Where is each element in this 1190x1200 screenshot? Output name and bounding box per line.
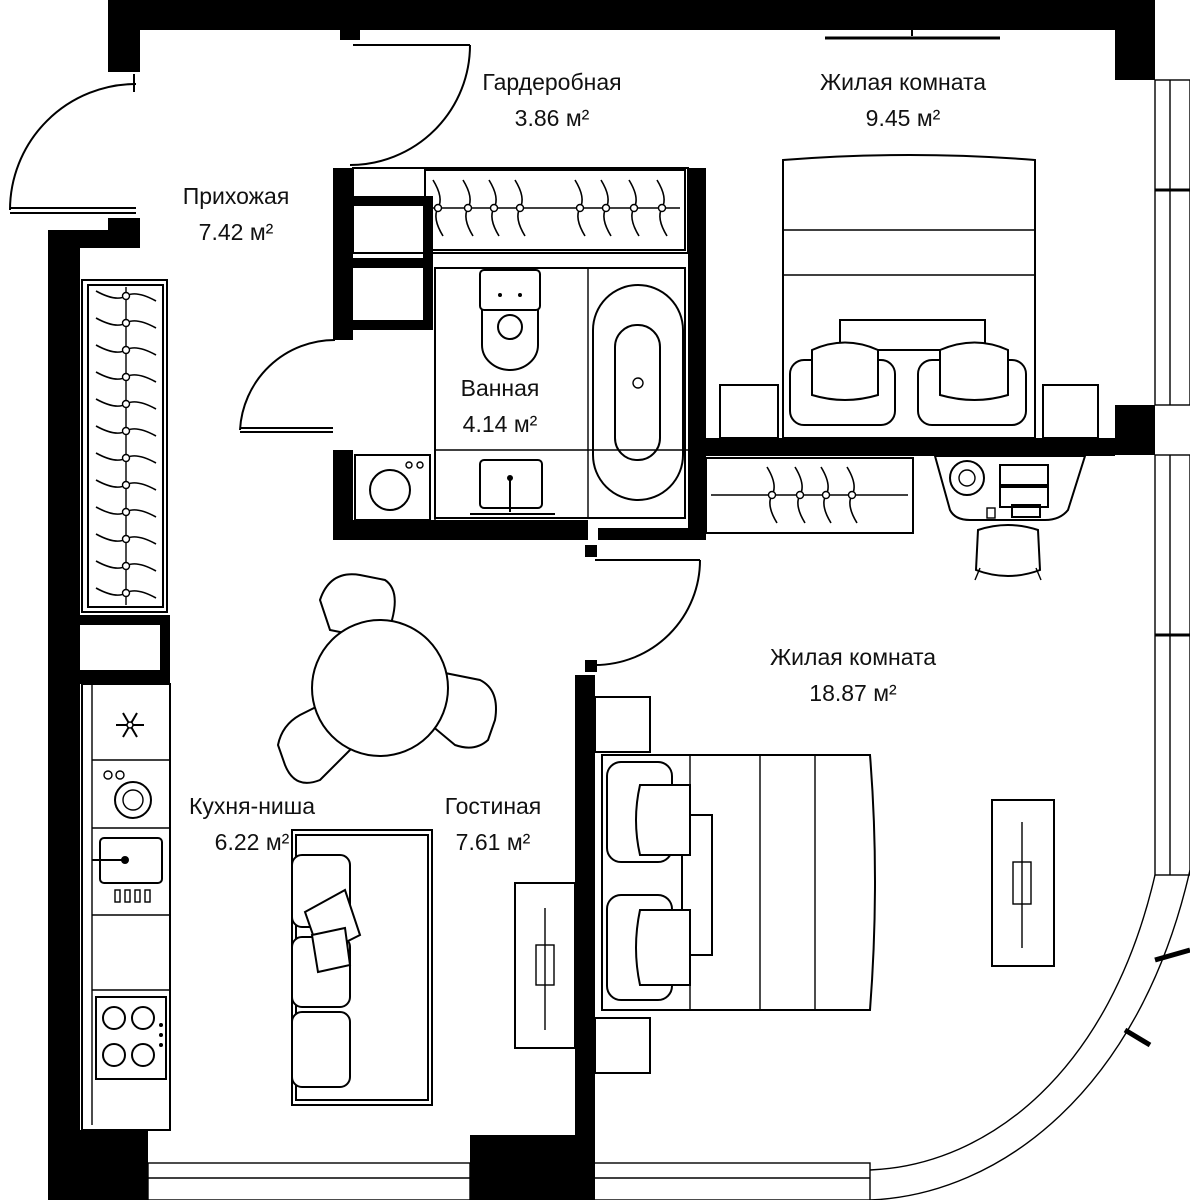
room-area: 4.14 м² xyxy=(462,411,538,437)
room-name: Гостиная xyxy=(444,793,542,819)
room-area: 18.87 м² xyxy=(809,680,897,706)
hanger-hook-icon xyxy=(121,534,131,544)
dishwasher-icon xyxy=(103,770,152,819)
label-bedroom: Жилая комната 9.45 м² xyxy=(820,64,986,136)
doors xyxy=(9,44,701,672)
hanger-hook-icon xyxy=(463,203,473,213)
hanger-hook-icon xyxy=(121,507,131,517)
bed-icon xyxy=(782,154,1036,439)
room-name: Жилая комната xyxy=(769,644,937,670)
washing-machine-icon xyxy=(354,454,431,521)
hanger-hook-icon xyxy=(575,203,585,213)
room-name: Ванная xyxy=(460,375,540,401)
snowflake-icon xyxy=(116,712,144,738)
hallway-wardrobe xyxy=(81,279,168,613)
room-name: Кухня-ниша xyxy=(188,793,316,819)
hanger-hook-icon xyxy=(515,203,525,213)
hanger-hook-icon xyxy=(601,203,611,213)
cooktop-icon xyxy=(95,996,167,1080)
kitchen-unit xyxy=(81,683,171,1131)
room-name: Прихожая xyxy=(182,183,290,209)
hanger-hook-icon xyxy=(433,203,443,213)
hanger-hook-icon xyxy=(121,453,131,463)
hanger-hook-icon xyxy=(629,203,639,213)
desk-icon xyxy=(933,455,1087,521)
room-area: 7.42 м² xyxy=(198,219,274,245)
bedroom-wardrobe xyxy=(705,457,914,534)
exterior-walls xyxy=(48,0,1155,1200)
sink-icon xyxy=(470,459,555,515)
rug-icon xyxy=(991,799,1055,967)
hanger-hook-icon xyxy=(795,490,805,500)
room-area: 7.61 м² xyxy=(455,829,531,855)
hanger-hook-icon xyxy=(657,203,667,213)
room-name: Гардеробная xyxy=(482,69,622,95)
living-room-furniture xyxy=(594,696,1055,1074)
dining-table xyxy=(276,573,497,784)
bedroom-furniture xyxy=(719,154,1099,581)
room-area: 9.45 м² xyxy=(865,105,941,131)
toilet-icon xyxy=(479,269,541,371)
hanger-hook-icon xyxy=(767,490,777,500)
bed-icon xyxy=(601,754,876,1011)
room-area: 3.86 м² xyxy=(514,105,590,131)
wardrobe-shelf xyxy=(352,167,689,254)
hanger-hook-icon xyxy=(121,318,131,328)
label-lounge: Гостиная 7.61 м² xyxy=(445,788,542,860)
label-hallway: Прихожая 7.42 м² xyxy=(183,178,290,250)
hanger-hook-icon xyxy=(121,372,131,382)
hanger-hook-icon xyxy=(489,203,499,213)
chair-icon xyxy=(974,524,1042,581)
hanger-hook-icon xyxy=(821,490,831,500)
label-living-big: Жилая комната 18.87 м² xyxy=(770,639,936,711)
room-name: Жилая комната xyxy=(819,69,987,95)
hanger-hook-icon xyxy=(121,588,131,598)
label-kitchen: Кухня-ниша 6.22 м² xyxy=(189,788,315,860)
hanger-hook-icon xyxy=(121,399,131,409)
hanger-hook-icon xyxy=(121,426,131,436)
hanger-hook-icon xyxy=(121,480,131,490)
kitchen-sink-icon xyxy=(92,837,163,903)
hanger-hook-icon xyxy=(847,490,857,500)
hanger-hook-icon xyxy=(121,291,131,301)
tv-stand-icon xyxy=(514,882,576,1049)
bathtub-icon xyxy=(592,284,684,501)
bathroom-fixtures xyxy=(354,267,688,521)
label-bathroom: Ванная 4.14 м² xyxy=(461,370,540,442)
interior-walls xyxy=(80,168,1115,1200)
sofa-icon xyxy=(291,829,433,1106)
hanger-hook-icon xyxy=(121,345,131,355)
room-area: 6.22 м² xyxy=(214,829,290,855)
label-wardrobe: Гардеробная 3.86 м² xyxy=(482,64,621,136)
hanger-hook-icon xyxy=(121,561,131,571)
